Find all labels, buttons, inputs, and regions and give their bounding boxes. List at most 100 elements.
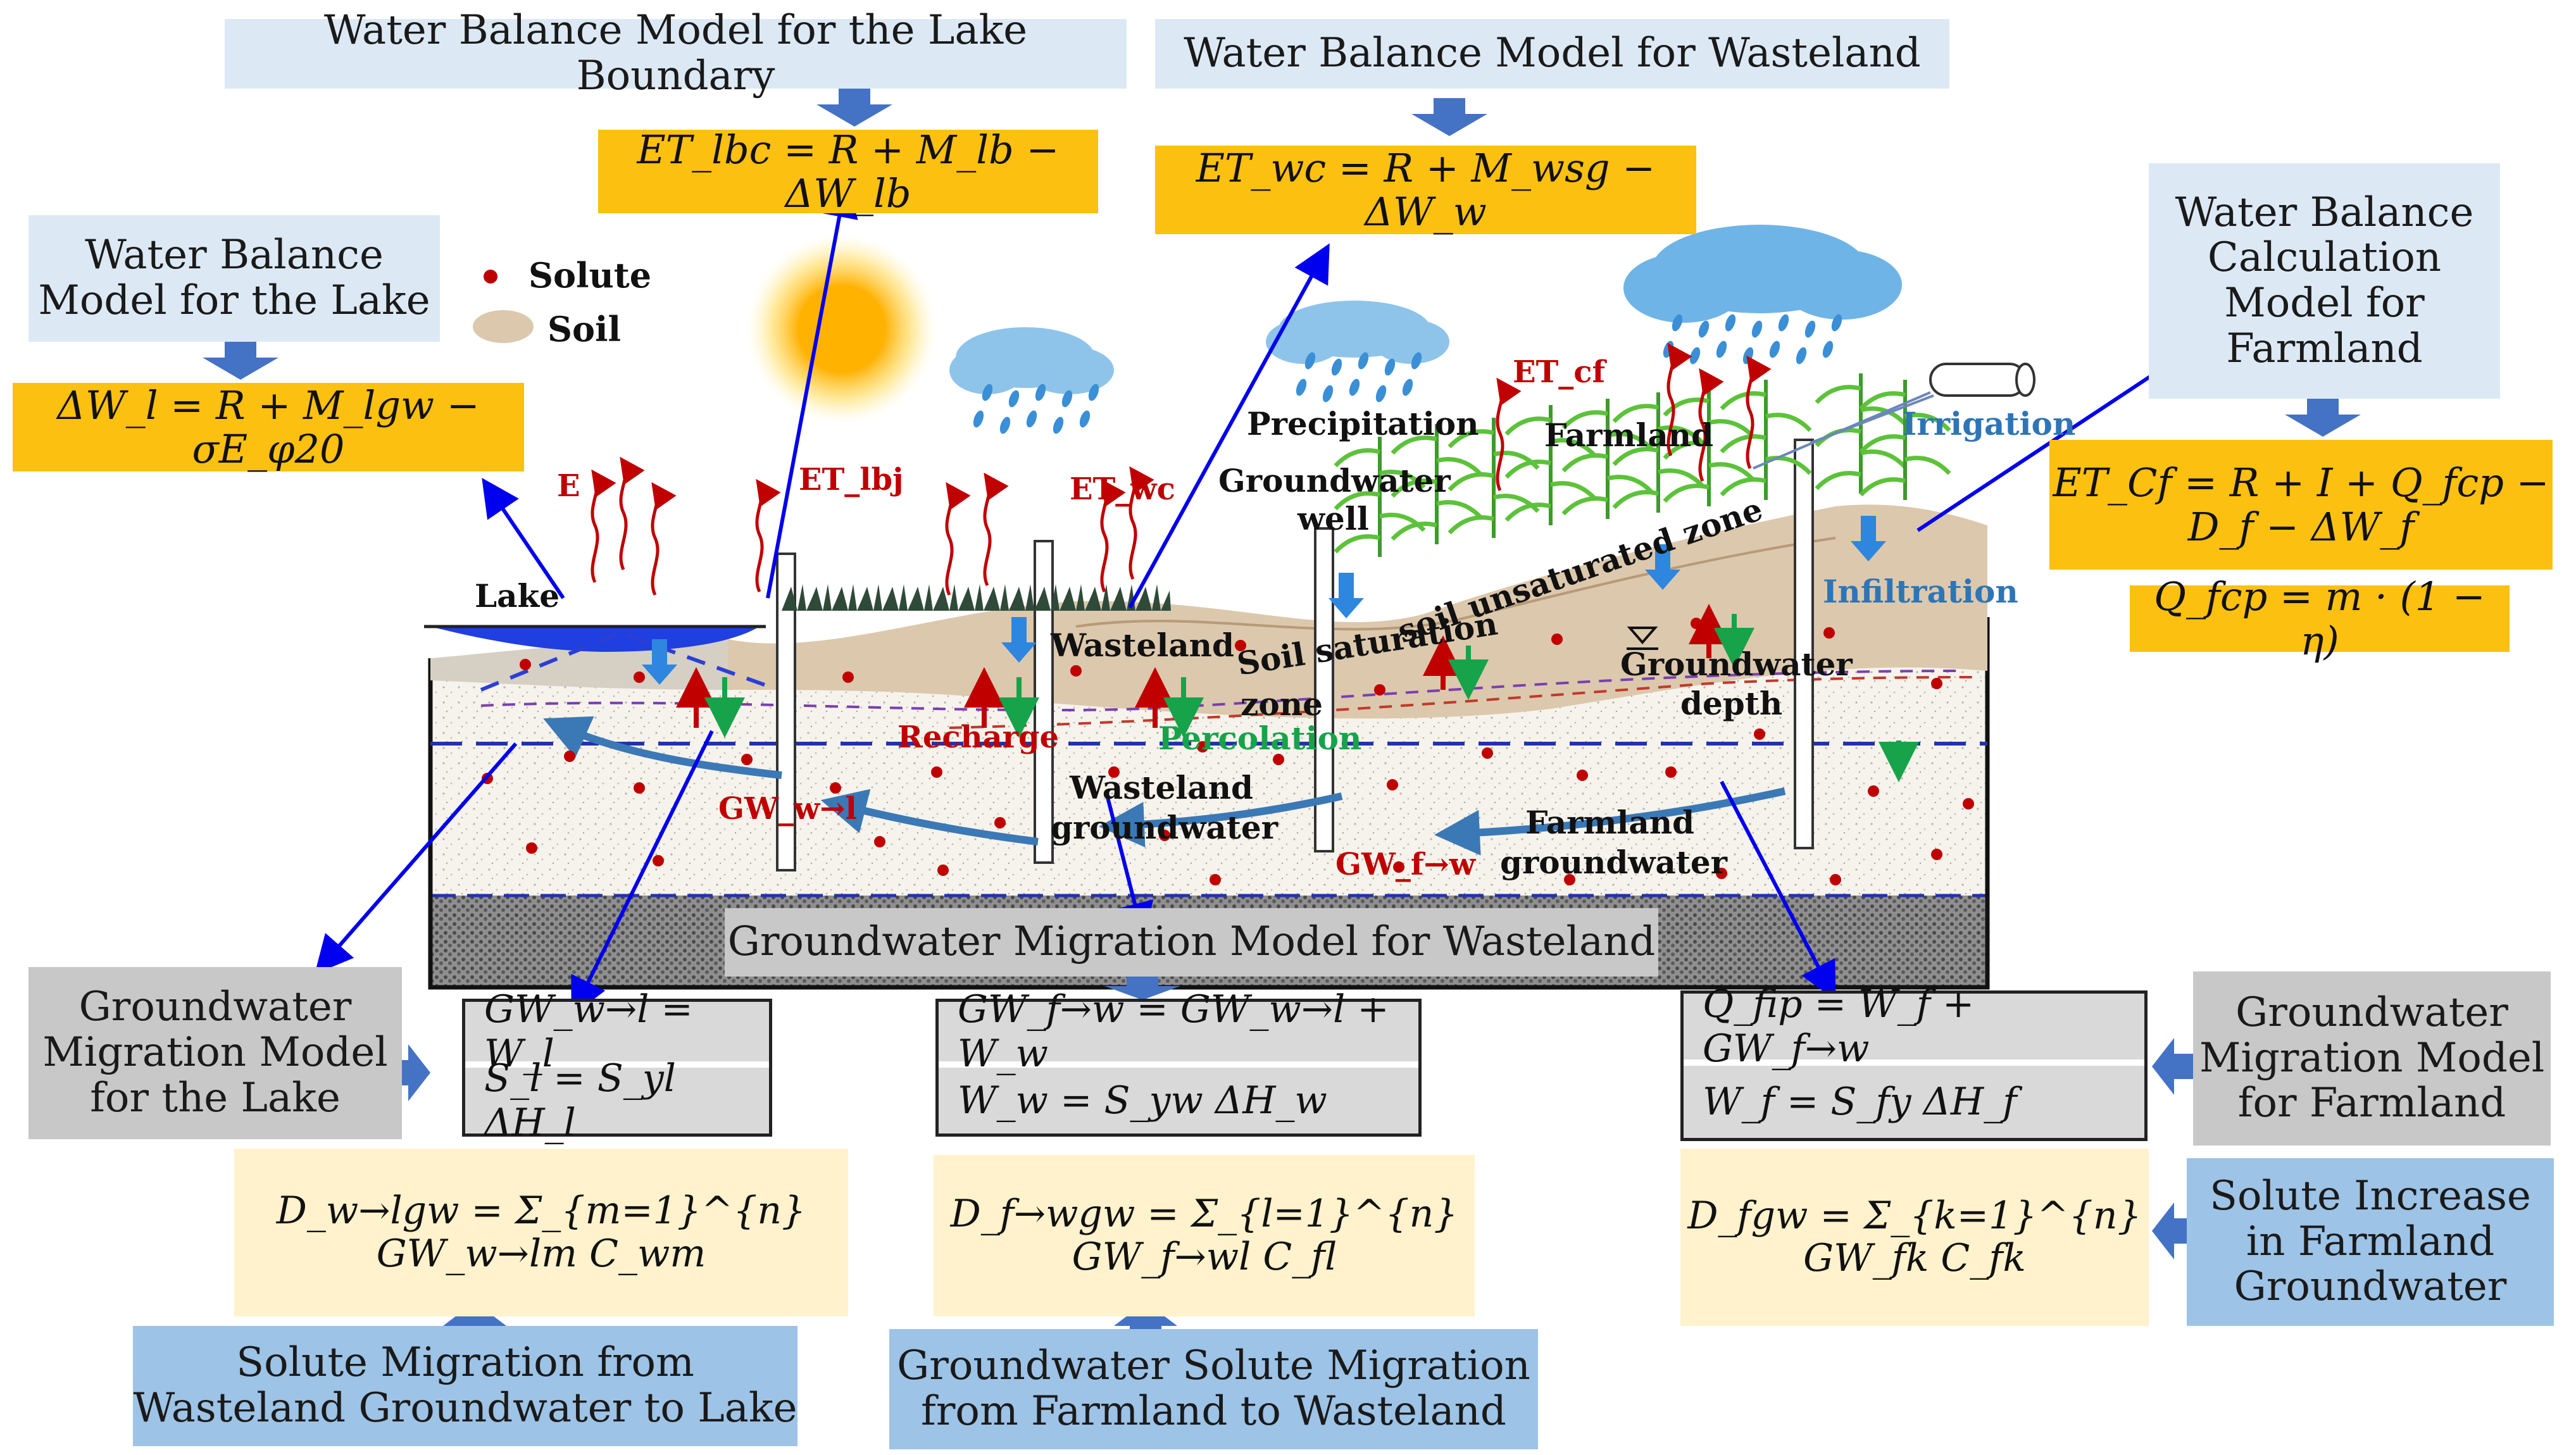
- d-wlgw-text: D_w→lgw = Σ_{m=1}^{n} GW_w→lm C_wm: [276, 1189, 806, 1276]
- wb-wasteland-box: Water Balance Model for Wasteland: [1155, 19, 1949, 89]
- e-label: E: [557, 468, 580, 504]
- s-l-row: S_l = S_yl ΔH_l: [465, 1056, 769, 1145]
- solute-increase-line1: Solute Increase: [2210, 1172, 2531, 1220]
- gw-migration-farmland-line2: Migration Model: [2199, 1034, 2545, 1082]
- wb-farmland-box: Water Balance Calculation Model for Farm…: [2149, 163, 2500, 399]
- infiltration-label: Infiltration: [1823, 573, 2018, 610]
- dw-l-equation: ΔW_l = R + M_lgw − σE_φ20: [13, 383, 524, 471]
- w-f-text: W_f = S_fy ΔH_f: [1703, 1080, 2017, 1124]
- gw-wasteland-equations: GW_f→w = GW_w→l + W_w W_w = S_yw ΔH_w: [935, 987, 1422, 1137]
- gw-migration-lake-line1: Groundwater: [78, 984, 352, 1031]
- farmland-gw-label-2: groundwater: [1500, 844, 1728, 881]
- gw-migration-farmland-box: Groundwater Migration Model for Farmland: [2193, 971, 2551, 1146]
- et-lbc-equation: ET_lbc = R + M_lb − ΔW_lb: [598, 126, 1098, 216]
- solute-dots: [482, 618, 1974, 885]
- groundwater-well-label-1: Groundwater: [1218, 462, 1451, 499]
- q-fcp-text: Q_fcp = m · (1 − η): [2154, 573, 2485, 664]
- et-cf-line1: ET_Cf = R + I + Q_fcp −: [2053, 459, 2549, 506]
- solute-farmland-wasteland-line2: from Farmland to Wasteland: [921, 1388, 1506, 1435]
- farmland-gw-label-1: Farmland: [1525, 804, 1695, 841]
- well-4: [1794, 439, 1814, 849]
- gw-migration-lake-line3: for the Lake: [90, 1074, 341, 1121]
- s-l-text: S_l = S_yl ΔH_l: [484, 1056, 676, 1145]
- legend-solute: Solute: [528, 255, 652, 296]
- gw-migration-farmland-line3: for Farmland: [2237, 1080, 2506, 1127]
- wb-lake-box: Water Balance Model for the Lake: [28, 215, 440, 342]
- d-fgw-equation: D_fgw = Σ_{k=1}^{n} GW_fk C_fk: [1680, 1149, 2149, 1326]
- groundwater-depth-label-2: depth: [1680, 685, 1783, 722]
- gw-fw-row: GW_f→w = GW_w→l + W_w: [939, 987, 1418, 1076]
- gw-migration-farmland-line1: Groundwater: [2235, 989, 2508, 1036]
- farmland-label: Farmland: [1544, 416, 1714, 454]
- gw-fw-label: GW_f→w: [1335, 847, 1476, 882]
- solute-increase-line2: in Farmland: [2246, 1218, 2495, 1265]
- legend-soil: Soil: [547, 309, 622, 349]
- grass-icon: [782, 584, 1171, 611]
- cloud-icon-3: [1623, 225, 1902, 323]
- et-cf-line2: D_f − ΔW_f: [2187, 503, 2415, 550]
- lake-label: Lake: [475, 577, 560, 615]
- gw-migration-lake-box: Groundwater Migration Model for the Lake: [28, 967, 402, 1139]
- w-w-text: W_w = S_yw ΔH_w: [958, 1078, 1327, 1123]
- wasteland-gw-label-1: Wasteland: [1070, 769, 1253, 806]
- gw-farmland-equations: Q_fip = W_f + GW_f→w W_f = S_fy ΔH_f: [1680, 982, 2148, 1141]
- d-fwgw-equation: D_f→wgw = Σ_{l=1}^{n} GW_f→wl C_fl: [934, 1155, 1475, 1316]
- crop-icon: [1334, 373, 1951, 557]
- et-wc-label: ET_wc: [1070, 471, 1175, 507]
- gw-wl-text: GW_w→l = W_l: [484, 987, 693, 1076]
- gw-migration-wasteland-box: Groundwater Migration Model for Wastelan…: [725, 908, 1658, 977]
- wasteland-gw-label-2: groundwater: [1051, 809, 1279, 846]
- solute-increase-farmland-box: Solute Increase in Farmland Groundwater: [2187, 1158, 2554, 1326]
- et-wc-equation: ET_wc = R + M_wsg − ΔW_w: [1155, 146, 1696, 234]
- d-fgw-text: D_fgw = Σ_{k=1}^{n} GW_fk C_fk: [1687, 1193, 2142, 1280]
- et-cf-label: ET_cf: [1513, 354, 1606, 390]
- wb-lake-boundary-title: Water Balance Model for the Lake Boundar…: [323, 7, 1028, 99]
- wb-farmland-line2: Calculation: [2207, 234, 2442, 282]
- gw-wl-label: GW_w→l: [718, 791, 857, 827]
- solute-farmland-wasteland-box: Groundwater Solute Migration from Farmla…: [889, 1329, 1538, 1449]
- wb-lake-title-line2: Model for the Lake: [38, 277, 430, 324]
- gw-migration-wasteland-title: Groundwater Migration Model for Wastelan…: [727, 918, 1656, 966]
- recharge-label: Recharge: [897, 720, 1060, 755]
- groundwater-well-label-2: well: [1297, 500, 1369, 537]
- soil-legend-icon: [473, 310, 534, 343]
- q-fcp-equation: Q_fcp = m · (1 − η): [2130, 575, 2510, 663]
- cloud-icon-2: [1266, 301, 1449, 364]
- percolation-label: Percolation: [1158, 720, 1362, 757]
- et-lbj-label: ET_lbj: [799, 462, 904, 497]
- wb-farmland-line4: Farmland: [2226, 325, 2423, 372]
- q-fip-text: Q_fip = W_f + GW_f→w: [1703, 982, 1975, 1071]
- dw-l-text: ΔW_l = R + M_lgw − σE_φ20: [57, 382, 480, 472]
- q-fip-row: Q_fip = W_f + GW_f→w: [1684, 982, 2144, 1071]
- et-wc-text: ET_wc = R + M_wsg − ΔW_w: [1196, 144, 1656, 235]
- cloud-icon-1: [949, 327, 1114, 394]
- w-w-row: W_w = S_yw ΔH_w: [939, 1068, 1418, 1133]
- wb-farmland-line3: Model for: [2224, 280, 2425, 327]
- wasteland-label: Wasteland: [1051, 627, 1234, 664]
- irrigation-label: Irrigation: [1902, 405, 2076, 442]
- d-wlgw-equation: D_w→lgw = Σ_{m=1}^{n} GW_w→lm C_wm: [234, 1149, 848, 1316]
- wb-lake-title-line1: Water Balance: [85, 232, 384, 279]
- wb-farmland-line1: Water Balance: [2175, 189, 2474, 236]
- wb-lake-boundary-box: Water Balance Model for the Lake Boundar…: [225, 8, 1127, 99]
- gw-lake-equations: GW_w→l = W_l S_l = S_yl ΔH_l: [462, 987, 772, 1145]
- groundwater-depth-label-1: Groundwater: [1620, 646, 1853, 683]
- gw-fw-text: GW_f→w = GW_w→l + W_w: [958, 987, 1389, 1076]
- solute-increase-line3: Groundwater: [2234, 1263, 2507, 1311]
- soil-saturation-label-2: zone: [1241, 685, 1323, 723]
- evaporation-arrows: [591, 342, 1772, 596]
- solute-legend-icon: [484, 270, 497, 284]
- et-cf-equation: ET_Cf = R + I + Q_fcp − D_f − ΔW_f: [2049, 440, 2553, 570]
- solute-wasteland-lake-line1: Solute Migration from: [236, 1339, 694, 1387]
- solute-wasteland-lake-box: Solute Migration from Wasteland Groundwa…: [133, 1326, 797, 1446]
- irrigation-pipe-icon: [1753, 363, 2035, 470]
- precipitation-label: Precipitation: [1247, 405, 1479, 442]
- tank-outline: [428, 617, 1990, 990]
- et-lbc-text: ET_lbc = R + M_lb − ΔW_lb: [637, 126, 1060, 216]
- solute-wasteland-lake-line2: Wasteland Groundwater to Lake: [133, 1385, 797, 1432]
- gw-wl-row: GW_w→l = W_l: [465, 987, 769, 1076]
- gw-migration-lake-line2: Migration Model: [42, 1029, 388, 1077]
- d-fwgw-text: D_f→wgw = Σ_{l=1}^{n} GW_f→wl C_fl: [950, 1192, 1458, 1279]
